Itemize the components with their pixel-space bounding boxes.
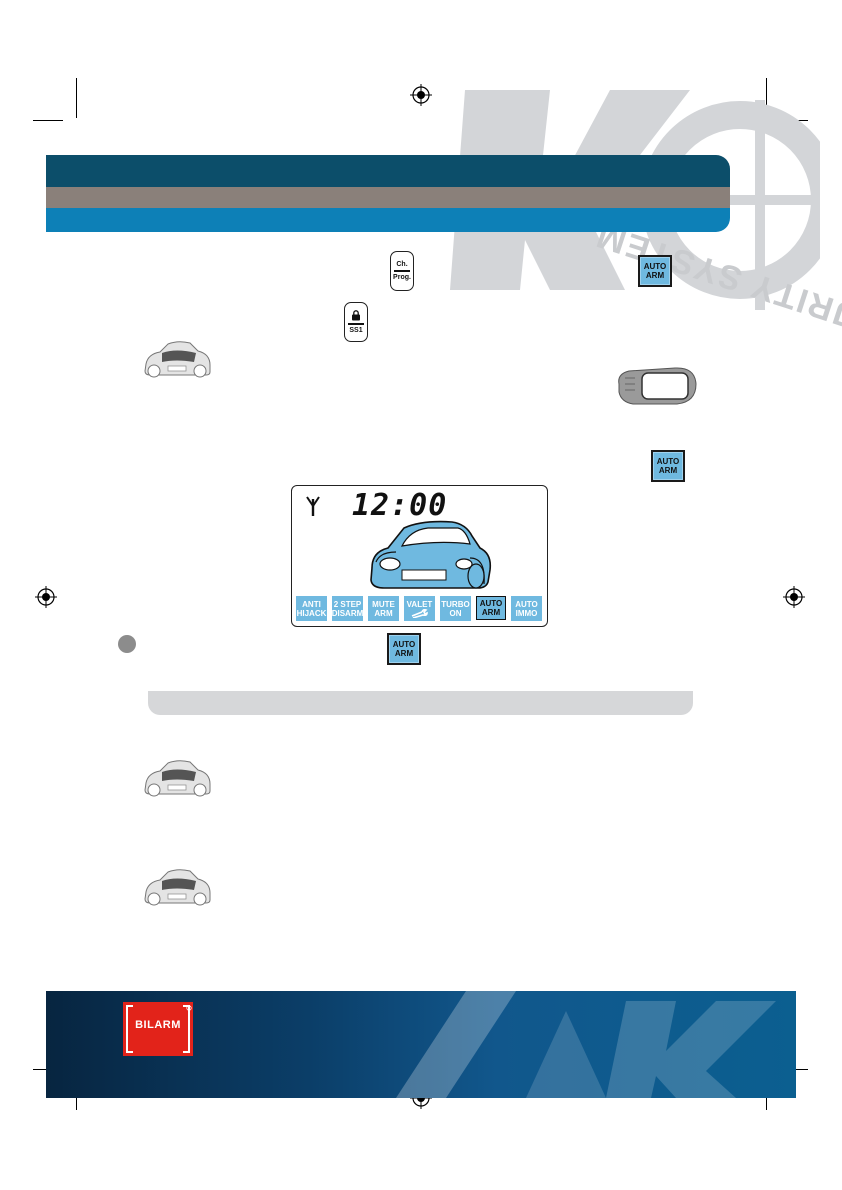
auto-arm-icon: AUTO ARM: [638, 255, 672, 287]
logo-frame: [126, 1002, 192, 1056]
ss1-label: SS1: [349, 327, 363, 334]
lcd-btn-line1: ANTI: [302, 599, 321, 609]
lcd-btn-line1: AUTO: [479, 599, 503, 608]
ch-label: Ch.: [396, 261, 408, 268]
lcd-btn-line2: IMMO: [515, 608, 538, 618]
lcd-btn-line1: MUTE: [372, 599, 395, 609]
bullet-dot-icon: [118, 635, 136, 653]
crop-mark: [766, 78, 767, 118]
lcd-time: 12:00: [352, 488, 448, 523]
lcd-btn-line1: TURBO: [441, 599, 470, 609]
arm-label: ARM: [394, 649, 414, 658]
footer-watermark: [396, 991, 776, 1098]
lcd-btn-line1: VALET: [406, 599, 433, 609]
lcd-auto-immo-button: AUTO IMMO: [511, 596, 542, 621]
car-display-icon: [370, 520, 492, 589]
header-band-middle: [46, 187, 730, 208]
arm-label: ARM: [645, 271, 665, 280]
registration-mark-icon: [410, 84, 432, 106]
arm-label: ARM: [658, 466, 678, 475]
crop-mark: [76, 78, 77, 118]
lcd-btn-line1: AUTO: [515, 599, 538, 609]
lcd-btn-line1: 2 STEP: [333, 599, 362, 609]
auto-arm-icon: AUTO ARM: [387, 633, 421, 665]
header-band-bottom: [46, 208, 730, 232]
antenna-icon: [306, 496, 320, 516]
lcd-btn-line2: ARM: [481, 608, 501, 617]
ss1-key-icon: SS1: [344, 302, 368, 342]
lcd-btn-line2: DISARM: [331, 608, 364, 618]
remote-fob-icon: [618, 367, 697, 405]
lcd-display: 12:00 ANTI HIJACK 2 STEP DISARM MUTE ARM…: [291, 485, 548, 627]
wrench-icon: [411, 608, 428, 618]
registration-mark-icon: [35, 586, 57, 608]
bilarm-logo: BILARM: [123, 1002, 193, 1056]
lcd-btn-line2: ARM: [374, 608, 393, 618]
lcd-mode-buttons: ANTI HIJACK 2 STEP DISARM MUTE ARM VALET…: [296, 596, 542, 621]
car-icon: [144, 341, 211, 378]
lcd-valet-button: VALET: [404, 596, 435, 621]
car-icon: [144, 760, 211, 797]
lock-icon: [352, 310, 360, 321]
auto-arm-icon: AUTO ARM: [651, 450, 685, 482]
crop-mark: [33, 120, 63, 121]
registration-mark-icon: [783, 586, 805, 608]
car-icon: [144, 869, 211, 906]
ch-prog-key-icon: Ch. Prog.: [390, 251, 414, 291]
lcd-mute-arm-button: MUTE ARM: [368, 596, 399, 621]
lcd-turbo-on-button: TURBO ON: [440, 596, 471, 621]
auto-label: AUTO: [656, 457, 680, 466]
lcd-anti-hijack-button: ANTI HIJACK: [296, 596, 327, 621]
lcd-auto-arm-button: AUTO ARM: [476, 596, 506, 620]
header-band-top: [46, 155, 730, 187]
prog-label: Prog.: [393, 274, 411, 281]
lcd-btn-line2: ON: [449, 608, 462, 618]
section-divider-bar: [148, 691, 693, 715]
lcd-btn-line2: HIJACK: [296, 608, 327, 618]
logo-text: BILARM: [135, 1019, 181, 1031]
auto-label: AUTO: [643, 262, 667, 271]
auto-label: AUTO: [392, 640, 416, 649]
lcd-2step-disarm-button: 2 STEP DISARM: [332, 596, 363, 621]
